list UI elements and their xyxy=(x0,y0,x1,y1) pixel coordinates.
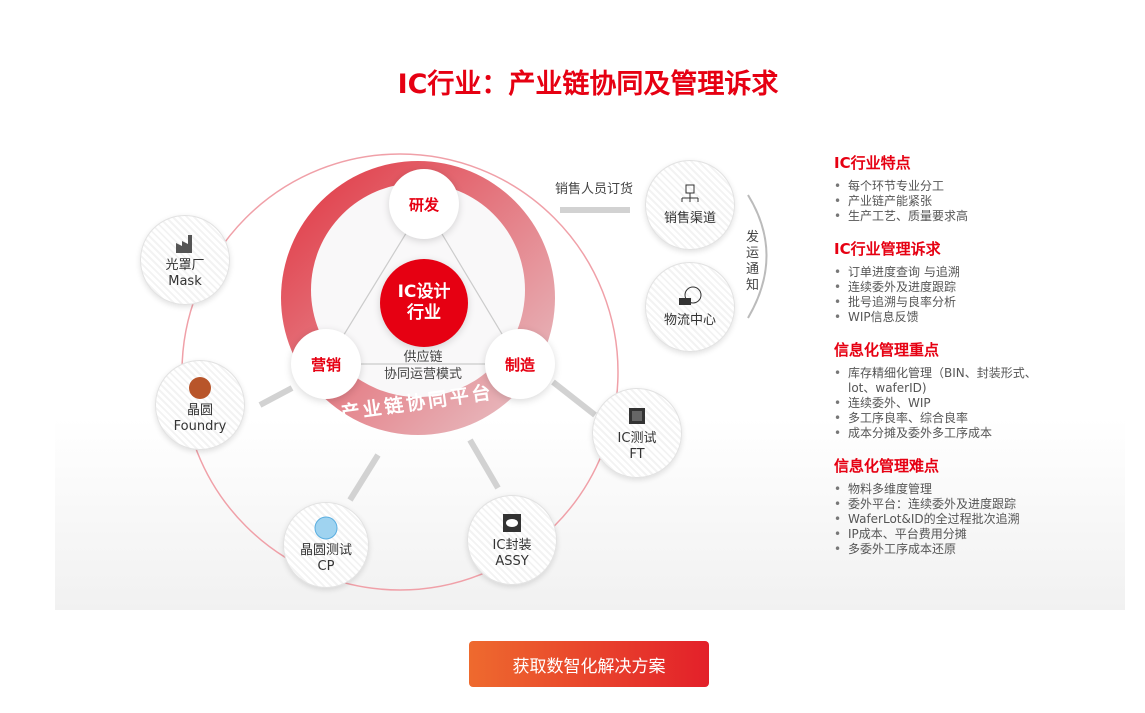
node-label: 物流中心 xyxy=(663,312,716,328)
node-sublabel: CP xyxy=(317,558,335,574)
chip-package-icon xyxy=(500,511,524,535)
factory-icon xyxy=(173,231,197,255)
list-item: 产业链产能紧张 xyxy=(834,194,1054,209)
get-solution-button[interactable]: 获取数智化解决方案 xyxy=(469,641,709,687)
node-sales[interactable]: 营销 xyxy=(291,329,361,399)
section-title: IC行业特点 xyxy=(834,154,911,172)
node-rd[interactable]: 研发 xyxy=(389,169,459,239)
wafer-test-icon xyxy=(314,516,338,540)
order-label: 销售人员订货 xyxy=(555,182,634,197)
supply-chain-label: 供应链 协同运营模式 xyxy=(368,349,478,383)
list-item: 订单进度查询 与追溯 xyxy=(834,265,1054,280)
page-title: IC行业：产业链协同及管理诉求 xyxy=(397,69,779,100)
list-item: 成本分摊及委外多工序成本 xyxy=(834,426,1054,441)
ship-label: 发运通知 xyxy=(746,230,760,293)
node-label: IC测试 xyxy=(617,430,657,446)
list-item: 库存精细化管理（BIN、封装形式、lot、waferID) xyxy=(834,366,1054,396)
node-label: 光罩厂 xyxy=(165,257,205,273)
list-item: 生产工艺、质量要求高 xyxy=(834,209,1054,224)
list-item: 连续委外及进度跟踪 xyxy=(834,280,1054,295)
truck-globe-icon xyxy=(678,286,702,310)
wafer-icon xyxy=(188,376,212,400)
list-item: WIP信息反馈 xyxy=(834,310,1054,325)
center-line-2: 行业 xyxy=(407,303,441,323)
list-item: 物料多维度管理 xyxy=(834,482,1054,497)
list-item: 每个环节专业分工 xyxy=(834,179,1054,194)
list-item: IP成本、平台费用分摊 xyxy=(834,527,1054,542)
supply-chain-line-1: 供应链 xyxy=(403,350,443,365)
chip-icon xyxy=(625,404,649,428)
section-title: 信息化管理难点 xyxy=(834,457,940,475)
list-item: WaferLot&ID的全过程批次追溯 xyxy=(834,512,1054,527)
supply-chain-line-2: 协同运营模式 xyxy=(383,367,462,382)
node-sublabel: ASSY xyxy=(495,553,529,569)
ship-arrow xyxy=(747,194,768,319)
node-channel[interactable]: 销售渠道 xyxy=(645,160,735,250)
list-item: 连续委外、WIP xyxy=(834,396,1054,411)
node-sublabel: Foundry xyxy=(173,418,227,434)
list-item: 委外平台：连续委外及进度跟踪 xyxy=(834,497,1054,512)
node-label: 销售渠道 xyxy=(663,210,716,226)
center-ic-design: IC设计 行业 xyxy=(380,259,468,347)
list-item: 多工序良率、综合良率 xyxy=(834,411,1054,426)
node-label: 晶圆测试 xyxy=(299,542,352,558)
section-title: IC行业管理诉求 xyxy=(834,240,941,258)
node-label: 晶圆 xyxy=(186,402,213,418)
center-line-1: IC设计 xyxy=(397,282,451,302)
node-logistics[interactable]: 物流中心 xyxy=(645,262,735,352)
info-panel: IC行业特点 每个环节专业分工产业链产能紧张生产工艺、质量要求高 IC行业管理诉… xyxy=(834,152,1054,571)
distribution-icon xyxy=(678,184,702,208)
section-title: 信息化管理重点 xyxy=(834,341,940,359)
list-item: 批号追溯与良率分析 xyxy=(834,295,1054,310)
node-mfg[interactable]: 制造 xyxy=(485,329,555,399)
node-sublabel: Mask xyxy=(168,273,202,289)
list-item: 多委外工序成本还原 xyxy=(834,542,1054,557)
node-sublabel: FT xyxy=(629,446,645,462)
node-label: IC封装 xyxy=(492,537,532,553)
